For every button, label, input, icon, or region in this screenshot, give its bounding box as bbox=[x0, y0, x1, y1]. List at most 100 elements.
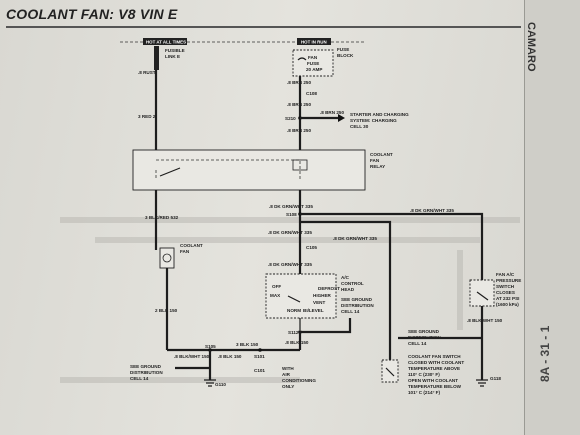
ac-head-label-1: A/C bbox=[341, 275, 350, 280]
pressure-switch-label-2: PRESSURE bbox=[496, 278, 521, 283]
fan-motor-symbol bbox=[162, 253, 172, 263]
ac-pos-max: MAX bbox=[270, 293, 281, 298]
wire-ac-ground bbox=[300, 318, 352, 334]
s105-label: S105 bbox=[205, 344, 216, 349]
ac-pos-defrost: DEFROST bbox=[318, 286, 340, 291]
blk-red-532-label: 3 BLK/RED 532 bbox=[145, 215, 179, 220]
s112-label: S112 bbox=[288, 330, 299, 335]
ac-pos-norm: NORM bbox=[287, 308, 301, 313]
fan-ac-pressure-switch bbox=[469, 279, 495, 307]
relay-label-3: RELAY bbox=[370, 164, 385, 169]
ground-14-label-a2: DISTRIBUTION bbox=[341, 303, 374, 308]
grn-wht-label-a: .8 DK GRN/WHT 335 bbox=[269, 204, 313, 209]
ground-14-label-b1: SEE GROUND bbox=[130, 364, 162, 369]
coolant-switch-label-7: 101° C (214° F) bbox=[408, 390, 440, 395]
ac-pos-bilevel: BI/LEVEL bbox=[303, 308, 324, 313]
fuse-block-label-2: BLOCK bbox=[337, 53, 354, 58]
hot-always-label: HOT AT ALL TIMES bbox=[146, 40, 186, 45]
coolant-fan-relay-box bbox=[132, 149, 366, 191]
fusible-link bbox=[154, 46, 159, 70]
title-rule bbox=[6, 26, 521, 28]
coolant-switch-label-6: TEMPERATURE BELOW bbox=[408, 384, 462, 389]
ac-selector-arm bbox=[287, 295, 301, 303]
blk-wht-150-label-r: .8 BLK/WHT 150 bbox=[467, 318, 503, 323]
wire-to-coolant-switch bbox=[300, 220, 392, 360]
pressure-switch-label-6: (1600 kPa) bbox=[496, 302, 519, 307]
pressure-switch-label-3: SWITCH bbox=[496, 284, 515, 289]
coolant-fan-label-2: FAN bbox=[180, 249, 190, 254]
grn-wht-label-c: .8 DK GRN/WHT 335 bbox=[268, 262, 312, 267]
rust-wire-label: .8 RUST bbox=[138, 70, 156, 75]
starter-label-2: SYSTEM: CHARGING bbox=[350, 118, 397, 123]
brn-250-label-a: .8 BRN 250 bbox=[287, 80, 311, 85]
coolant-fan-label-1: COOLANT bbox=[180, 243, 203, 248]
relay-label-1: COOLANT bbox=[370, 152, 393, 157]
coolant-switch-label-1: COOLANT FAN SWITCH bbox=[408, 354, 461, 359]
fan-fuse-symbol bbox=[297, 57, 307, 61]
ground-14-label-a3: CELL 14 bbox=[341, 309, 360, 314]
grn-wht-label-d: .8 DK GRN/WHT 335 bbox=[410, 208, 454, 213]
with-ac-label-3: CONDITIONING bbox=[282, 378, 316, 383]
blk-150-label-c: .8 BLK 150 bbox=[218, 354, 242, 359]
blk-150-label-a: 2 BLK 150 bbox=[155, 308, 178, 313]
ac-pos-vent: VENT bbox=[313, 300, 325, 305]
ground-14-label-b2: DISTRIBUTION bbox=[130, 370, 163, 375]
with-ac-label-2: AIR bbox=[282, 372, 291, 377]
relay-contact bbox=[159, 167, 181, 177]
coolant-switch-contact bbox=[385, 367, 395, 377]
coolant-switch-label-4: 110° C (230° F) bbox=[408, 372, 440, 377]
coolant-switch-label-2: CLOSED WITH COOLANT bbox=[408, 360, 464, 365]
coolant-switch-label-5: OPEN WITH COOLANT bbox=[408, 378, 458, 383]
page-title: COOLANT FAN: V8 VIN E bbox=[6, 6, 178, 22]
grn-wht-label-e: .8 DK GRN/WHT 335 bbox=[333, 236, 377, 241]
s101-splice bbox=[258, 348, 262, 352]
pressure-switch-label-5: AT 232 PSI bbox=[496, 296, 519, 301]
fuse-block bbox=[292, 49, 334, 77]
coolant-fan-motor bbox=[159, 247, 175, 269]
ac-control-head bbox=[265, 273, 337, 319]
ac-head-label-3: HEAD bbox=[341, 287, 355, 292]
blk-150-label-d: 3 BLK 150 bbox=[236, 342, 259, 347]
starter-label-1: STARTER AND CHARGING bbox=[350, 112, 409, 117]
wire-to-pressure-switch bbox=[300, 212, 484, 280]
ground-14-label-c2: DISTRIBUTION bbox=[408, 335, 441, 340]
fuse-block-label-1: FUSE bbox=[337, 47, 349, 52]
blk-wht-150-label: .8 BLK/WHT 150 bbox=[174, 354, 210, 359]
pressure-switch-label-4: CLOSES bbox=[496, 290, 515, 295]
red-2-label: 3 RED 2 bbox=[138, 114, 156, 119]
show-through-ghost bbox=[60, 217, 520, 383]
g110-label: G110 bbox=[215, 382, 226, 387]
ac-pos-off: OFF bbox=[272, 284, 281, 289]
ground-14-label-b3: CELL 14 bbox=[130, 376, 149, 381]
c108-label: C108 bbox=[306, 91, 317, 96]
g118-label: G118 bbox=[490, 376, 501, 381]
fan-fuse-label-1: FAN bbox=[308, 55, 318, 60]
relay-label-2: FAN bbox=[370, 158, 380, 163]
relay-internal bbox=[155, 159, 301, 180]
ac-head-label-2: CONTROL bbox=[341, 281, 364, 286]
pressure-switch-label-1: FAN A/C bbox=[496, 272, 515, 277]
fan-fuse-label-3: 20 AMP bbox=[306, 67, 322, 72]
brn-250-label-b: .8 BRN 250 bbox=[287, 102, 311, 107]
starter-label-3: CELL 30 bbox=[350, 124, 369, 129]
coolant-switch-label-3: TEMPERATURE ABOVE bbox=[408, 366, 460, 371]
pressure-switch-contact bbox=[476, 291, 489, 301]
fusible-link-label-2: LINK E bbox=[165, 54, 180, 59]
fusible-link-label-1: FUSIBLE bbox=[165, 48, 185, 53]
grn-wht-label-b: .8 DK GRN/WHT 335 bbox=[268, 230, 312, 235]
with-ac-label-1: WITH bbox=[282, 366, 294, 371]
blk-150-label-b: .8 BLK 150 bbox=[285, 340, 309, 345]
coolant-fan-switch bbox=[381, 359, 399, 383]
with-ac-label-4: ONLY bbox=[282, 384, 294, 389]
ground-14-label-a1: SEE GROUND bbox=[341, 297, 373, 302]
s101-label: S101 bbox=[254, 354, 265, 359]
g118-ground-symbol bbox=[476, 379, 488, 387]
brn-250-label-d: .8 BRN 250 bbox=[287, 128, 311, 133]
relay-coil bbox=[292, 159, 308, 171]
c105-label: C105 bbox=[306, 245, 317, 250]
brn-250-label-c: .8 BRN 250 bbox=[320, 110, 344, 115]
page-edge-band bbox=[524, 0, 580, 435]
hot-always-box bbox=[143, 38, 187, 45]
